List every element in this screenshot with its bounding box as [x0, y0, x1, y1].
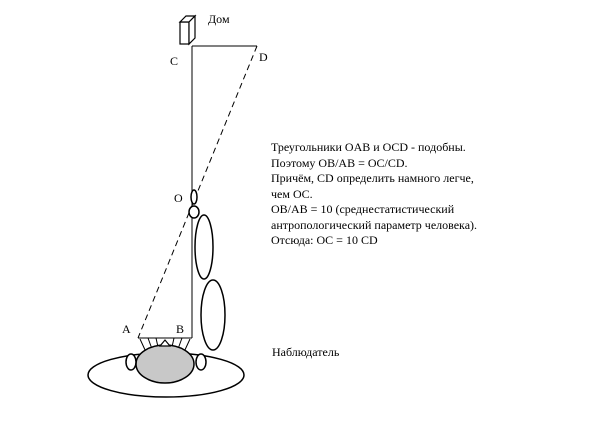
point-c-label: C: [170, 54, 179, 68]
explanation-line: Поэтому OB/AB = OC/CD.: [271, 155, 408, 170]
explanation-line: Отсюда: OC = 10 CD: [271, 233, 378, 247]
upper-arm-ellipse: [200, 279, 226, 351]
forearm-ellipse: [194, 214, 214, 280]
explanation-text: Треугольники OAB и OCD - подобны. Поэтом…: [271, 140, 477, 249]
observer-head: [135, 344, 195, 384]
observer-right-ear: [195, 353, 207, 371]
point-b-label: B: [176, 322, 185, 336]
explanation-line: Причём, CD определить намного легче,: [271, 171, 474, 185]
house-icon: [178, 14, 197, 46]
explanation-line: OB/AB = 10 (среднестатистический: [271, 202, 455, 216]
explanation-line: антропологический параметр человека).: [271, 217, 478, 232]
point-d-label: D: [259, 50, 268, 64]
point-a-label: A: [122, 322, 131, 336]
observer-left-ear: [125, 353, 137, 371]
point-o-label: O: [174, 191, 183, 205]
observer-nose: [158, 339, 172, 347]
sight-line-d-to-a: [137, 45, 258, 339]
explanation-line: чем OC.: [271, 186, 313, 201]
explanation-line: Треугольники OAB и OCD - подобны.: [271, 140, 466, 154]
thumb-shape: [188, 189, 200, 219]
house-label: Дом: [208, 12, 230, 26]
observer-label: Наблюдатель: [272, 345, 340, 359]
